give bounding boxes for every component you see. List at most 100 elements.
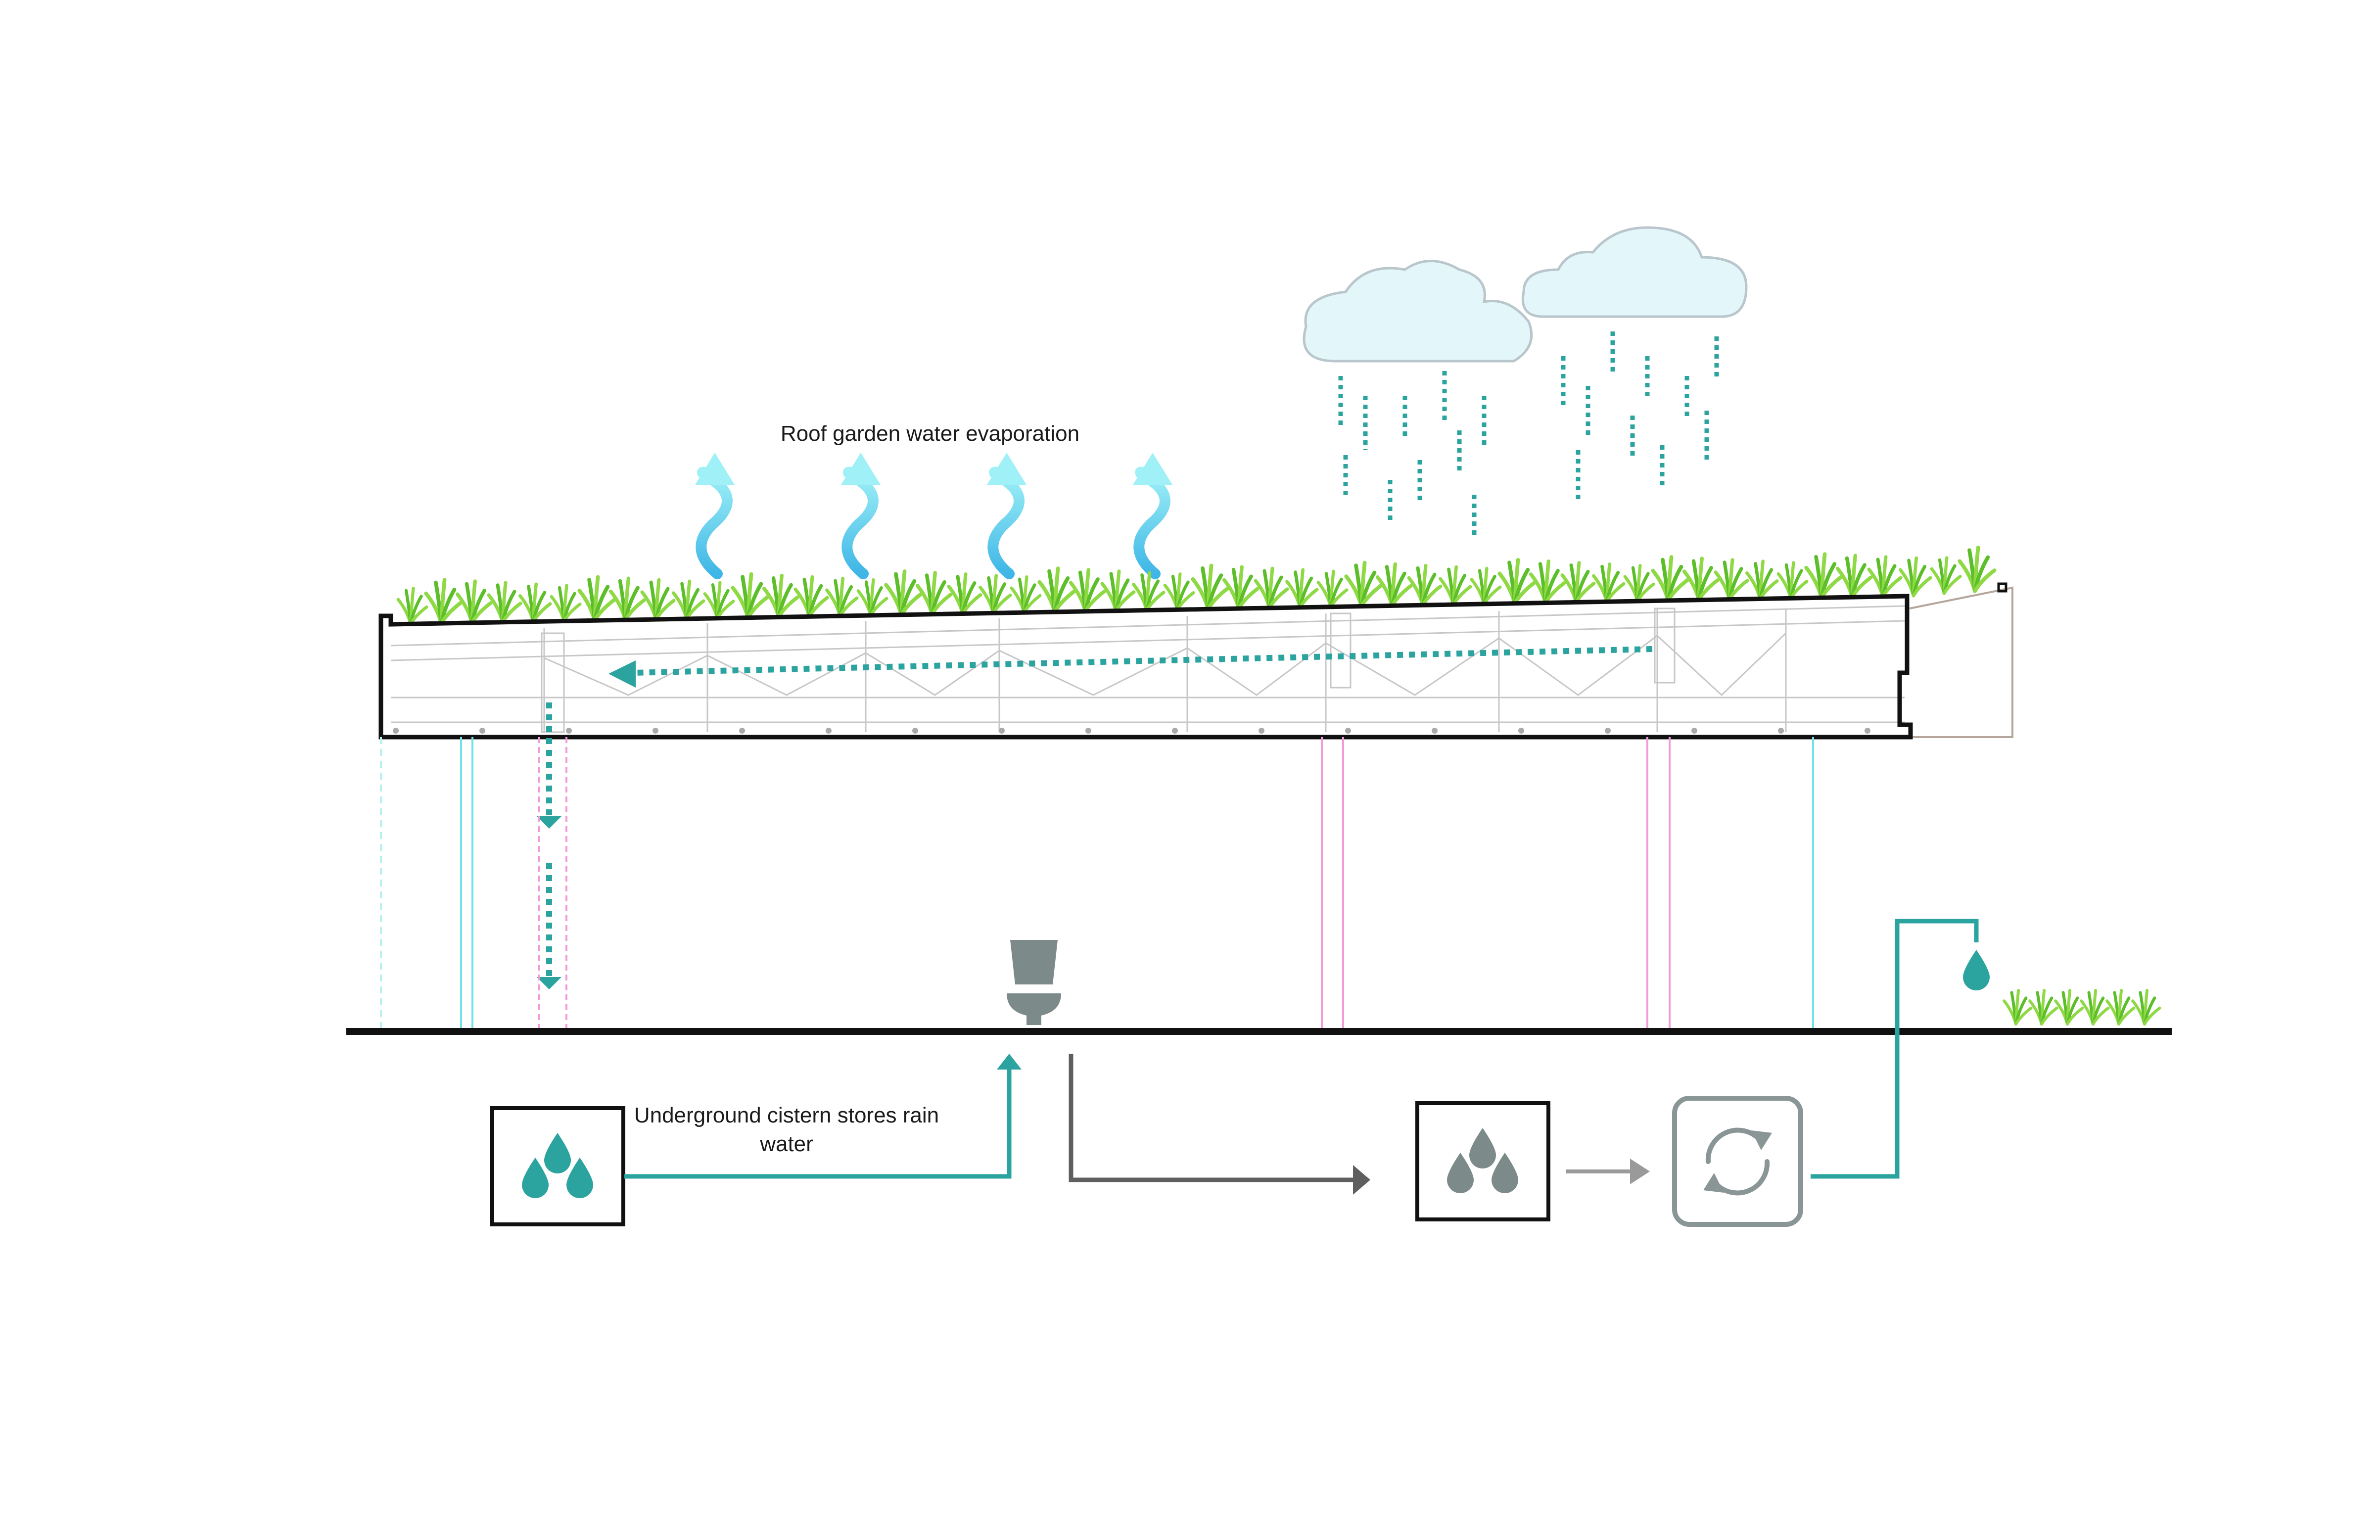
grass-tuft — [1100, 569, 1136, 613]
base-bolt — [1691, 728, 1697, 734]
water-drops-icon — [522, 1133, 593, 1198]
grass-tuft — [1470, 566, 1502, 606]
grass-tuft — [1037, 566, 1076, 614]
roof-drain-flow — [546, 646, 1653, 977]
base-bolt — [1085, 728, 1091, 734]
water-drop-icon — [1963, 950, 1990, 990]
base-bolt — [999, 728, 1005, 734]
grass-tuft — [884, 569, 923, 617]
grass-tuft — [947, 572, 982, 615]
wastewater-arrowhead — [1353, 1165, 1370, 1195]
base-bolt — [1432, 728, 1438, 734]
grass-tuft — [1651, 555, 1690, 603]
grass-tuft — [856, 578, 888, 617]
flow-arrowheads — [537, 660, 636, 989]
treatment-box — [1415, 1101, 1550, 1221]
base-bolt — [479, 728, 485, 734]
grass-tuft — [2105, 989, 2136, 1026]
grass-tuft — [1592, 562, 1626, 604]
grass-tuft — [1439, 565, 1472, 607]
evaporation-arrow-icon — [1133, 453, 1172, 579]
grass-tuft — [608, 576, 646, 622]
grass-tuft — [518, 582, 552, 623]
grass-tuft — [1285, 568, 1319, 609]
grass-tuft — [2080, 989, 2110, 1026]
grass-tuft — [915, 570, 953, 616]
grass-tuft — [1867, 555, 1903, 599]
grass-tuft — [1010, 575, 1042, 614]
grass-tuft — [1958, 545, 1997, 593]
grass-tuft — [672, 579, 705, 621]
grass-tuft — [487, 581, 522, 624]
cistern-label: Underground cistern stores rain water — [634, 1103, 939, 1156]
water-drops-icon — [1447, 1128, 1518, 1193]
grass-tuft — [1316, 569, 1349, 608]
evaporation-label: Roof garden water evaporation — [780, 421, 1080, 446]
wastewater-pipe — [1069, 1054, 1353, 1182]
grass-tuft — [1407, 563, 1443, 607]
grass-tuft — [731, 572, 770, 620]
base-bolt — [826, 728, 832, 734]
base-bolt — [1605, 728, 1611, 734]
ground-grass — [2003, 989, 2161, 1026]
grass-tuft — [577, 575, 616, 623]
base-bolt — [393, 728, 399, 734]
base-bolt — [653, 728, 658, 734]
grass-tuft — [1191, 563, 1230, 611]
supply-arrowhead — [997, 1054, 1022, 1070]
toilet-icon — [1007, 940, 1061, 1025]
grass-tuft — [1222, 565, 1260, 610]
grass-tuft — [793, 575, 829, 618]
grass-tuft — [455, 579, 493, 625]
grass-tuft — [424, 578, 463, 625]
grass-tuft — [2028, 989, 2058, 1026]
grass-tuft — [1132, 571, 1166, 612]
grass-tuft — [1623, 563, 1655, 603]
grass-tuft — [825, 576, 859, 618]
treatment-arrowhead — [1630, 1159, 1650, 1184]
grass-tuft — [1899, 556, 1932, 598]
grass-tuft — [1714, 558, 1749, 602]
recycle-arrows-icon — [1705, 1127, 1770, 1196]
base-bolt — [1345, 728, 1351, 734]
grass-tuft — [1529, 559, 1566, 605]
irrigation-pipe — [1811, 919, 1979, 1179]
grass-tuft — [1344, 560, 1383, 608]
grass-tuft — [2054, 989, 2084, 1026]
supply-pipe — [624, 1069, 1012, 1179]
grass-tuft — [1835, 554, 1873, 599]
evaporation-arrow-icon — [695, 453, 735, 579]
grass-tuft — [1375, 562, 1413, 608]
grass-tuft — [1254, 566, 1289, 610]
grass-tuft — [1682, 557, 1720, 602]
rain-drops — [1338, 331, 1719, 539]
cistern-box — [490, 1106, 625, 1226]
base-bolt — [1259, 728, 1264, 734]
evaporation-arrows — [695, 453, 1172, 579]
roof-garden-grass — [396, 545, 1997, 626]
grass-tuft — [762, 573, 799, 619]
grass-tuft — [640, 578, 676, 621]
base-bolt — [1865, 728, 1870, 734]
grass-tuft — [396, 587, 428, 626]
grass-tuft — [1930, 556, 1962, 595]
base-bolt — [566, 728, 572, 734]
cloud-right-icon — [1521, 226, 1748, 318]
grass-tuft — [979, 574, 1012, 615]
grass-tuft — [1560, 560, 1596, 604]
grass-tuft — [703, 581, 735, 620]
evaporation-arrow-icon — [987, 453, 1027, 579]
grass-tuft — [1497, 558, 1537, 606]
base-bolt — [912, 728, 918, 734]
grass-tuft — [1804, 552, 1843, 600]
base-bolt — [1518, 728, 1524, 734]
evaporation-arrow-icon — [841, 453, 881, 579]
grass-tuft — [2003, 989, 2033, 1026]
base-bolt — [739, 728, 745, 734]
base-bolt — [1172, 728, 1178, 734]
cloud-left-icon — [1303, 260, 1533, 363]
recycle-box — [1672, 1096, 1803, 1227]
columns — [380, 737, 1814, 1028]
